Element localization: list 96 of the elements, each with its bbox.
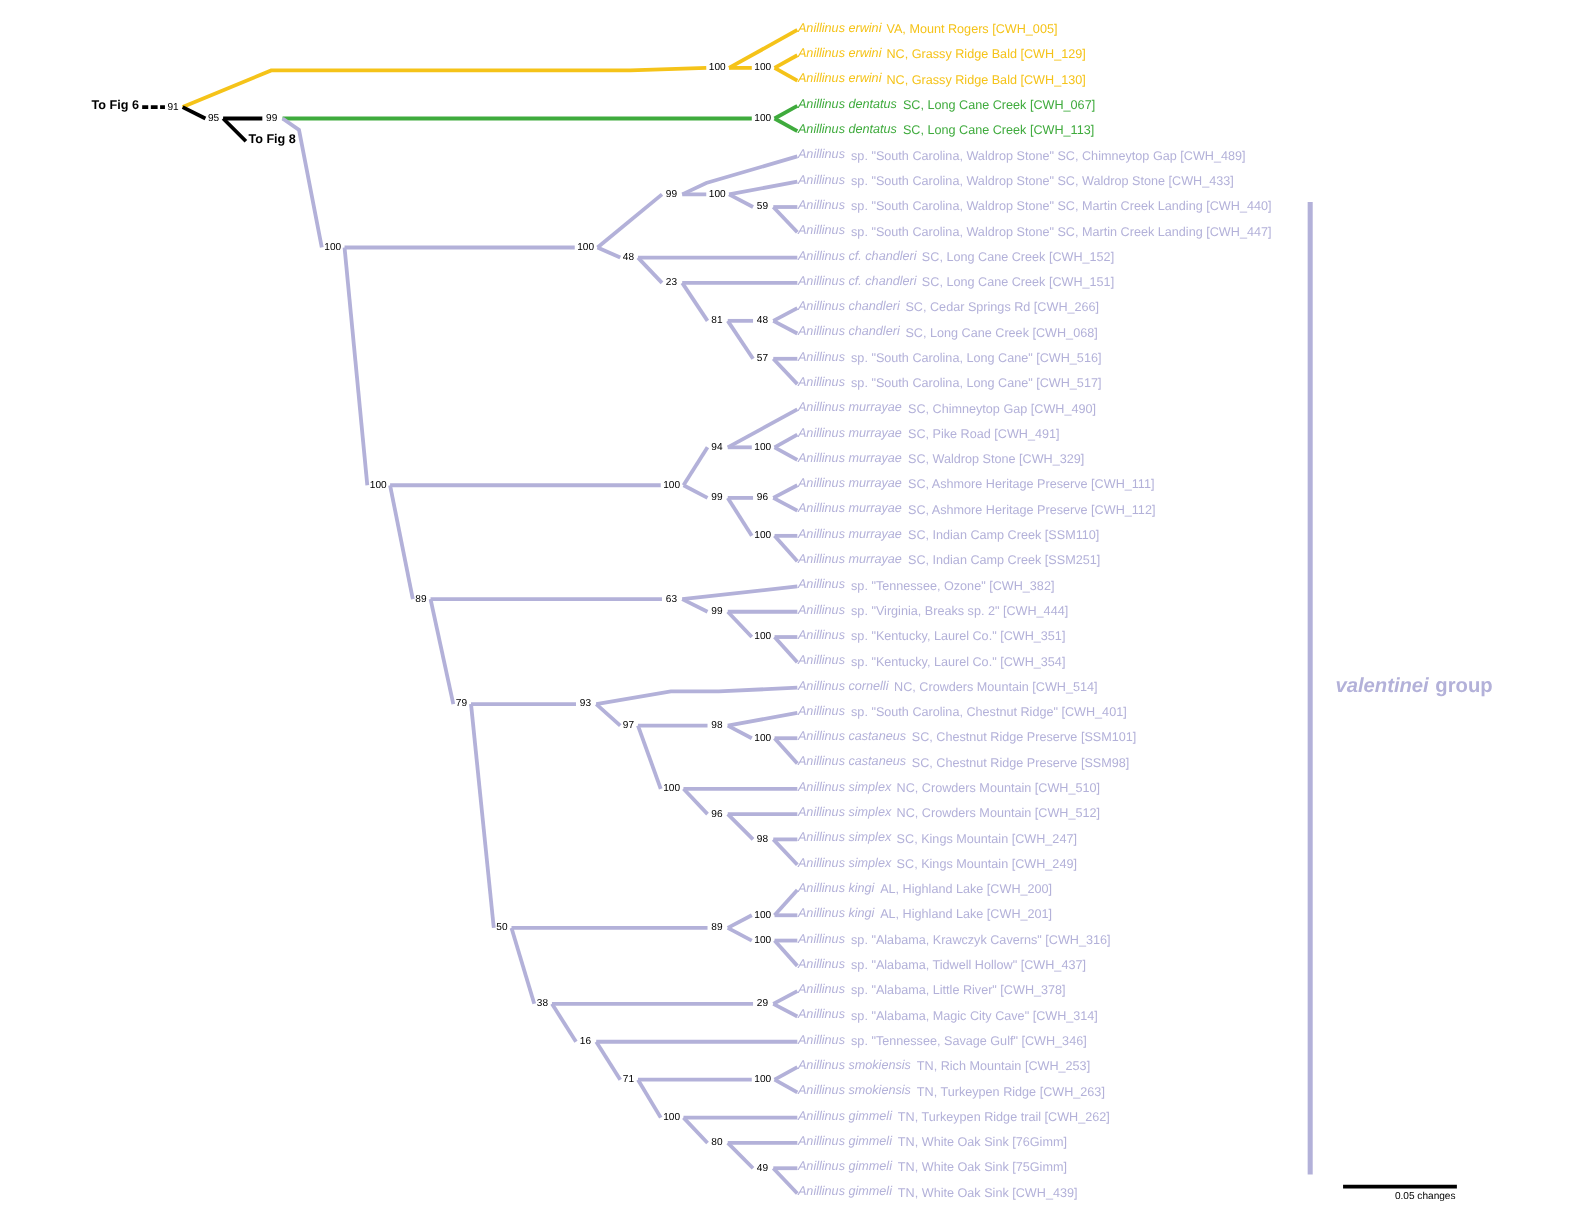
- connector: [681, 584, 797, 601]
- connector: [681, 483, 708, 500]
- connector: [771, 1002, 798, 1019]
- connector: [772, 837, 797, 842]
- connector: [726, 445, 751, 450]
- connector: [773, 736, 797, 741]
- connector: [141, 105, 164, 109]
- connector: [726, 609, 797, 614]
- connector: [595, 1039, 797, 1044]
- connector: [680, 446, 709, 487]
- connector: [726, 496, 753, 500]
- connector: [343, 245, 574, 250]
- connector: [772, 356, 797, 361]
- connector: [773, 635, 797, 639]
- connector: [682, 786, 797, 791]
- connector: [772, 1065, 798, 1082]
- connector: [772, 104, 798, 121]
- connector: [682, 1115, 797, 1120]
- connector: [341, 247, 369, 486]
- connector: [772, 1078, 798, 1094]
- connector: [470, 702, 575, 706]
- connector: [468, 703, 495, 929]
- connector: [681, 787, 708, 816]
- connector: [772, 534, 798, 563]
- connector: [772, 433, 798, 449]
- label: valentinei group: [1334, 675, 1492, 698]
- connector: [680, 154, 797, 197]
- connector: [726, 711, 797, 728]
- connector: [636, 1077, 751, 1082]
- connector: [726, 1141, 797, 1145]
- connector: [595, 192, 663, 249]
- connector: [771, 496, 798, 513]
- connector: [773, 533, 797, 538]
- connector: [635, 1078, 662, 1119]
- connector: [771, 319, 798, 336]
- connector: [772, 205, 797, 209]
- connector: [387, 484, 414, 600]
- connector: [681, 281, 797, 285]
- connector: [680, 597, 708, 614]
- connector: [727, 179, 797, 197]
- connector: [550, 1001, 753, 1006]
- connector: [727, 192, 753, 209]
- connector: [771, 483, 798, 500]
- connector: [770, 205, 798, 234]
- connector: [772, 635, 798, 664]
- connector: [726, 812, 797, 816]
- connector: [635, 256, 663, 285]
- connector: [281, 116, 751, 121]
- connector: [679, 281, 709, 322]
- connector: [772, 736, 798, 765]
- connector: [772, 888, 798, 917]
- connector: [636, 723, 707, 728]
- connector: [549, 1002, 577, 1043]
- connector: [725, 723, 752, 740]
- connector: [681, 192, 706, 197]
- connector: [429, 597, 661, 601]
- connector: [770, 1166, 798, 1195]
- connector: [725, 496, 753, 537]
- connector: [770, 838, 798, 866]
- connector: [508, 927, 536, 1005]
- connector: [773, 938, 797, 943]
- connector: [726, 318, 753, 323]
- connector: [772, 939, 798, 968]
- connector: [772, 66, 798, 83]
- connector: [681, 1116, 708, 1145]
- connector: [772, 1166, 797, 1171]
- connector: [222, 116, 262, 121]
- connector: [510, 926, 707, 930]
- connector: [771, 989, 798, 1006]
- connector: [635, 724, 662, 790]
- connector: [770, 357, 798, 386]
- connector: [725, 319, 754, 360]
- connector: [772, 445, 798, 462]
- connector: [389, 483, 660, 488]
- connector: [593, 702, 621, 727]
- connector: [725, 913, 752, 930]
- connector: [725, 407, 798, 449]
- connector: [593, 1040, 621, 1081]
- connector: [725, 1141, 754, 1170]
- connector: [725, 610, 753, 639]
- connector: [725, 926, 752, 943]
- connector: [772, 53, 798, 70]
- connector: [773, 913, 797, 918]
- connector: [427, 598, 455, 705]
- connector: [636, 255, 797, 260]
- connector: [728, 66, 751, 70]
- connector: [727, 28, 798, 70]
- connector: [725, 812, 754, 841]
- connector: [220, 117, 247, 143]
- connector: [595, 245, 621, 260]
- connector: [180, 66, 706, 109]
- connector: [180, 105, 206, 121]
- connector: [771, 306, 798, 323]
- connector: [772, 116, 798, 133]
- connector: [594, 685, 797, 706]
- connector: [280, 116, 323, 248]
